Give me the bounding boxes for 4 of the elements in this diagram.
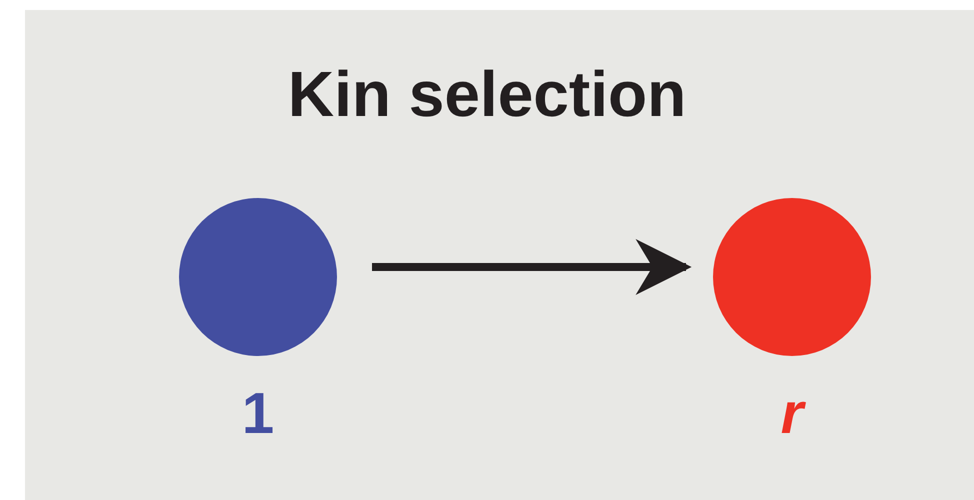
- node-caption: r: [732, 385, 852, 443]
- node-caption: 1: [240, 385, 276, 443]
- arrow: [372, 239, 692, 295]
- title: Kin selection: [286, 62, 688, 126]
